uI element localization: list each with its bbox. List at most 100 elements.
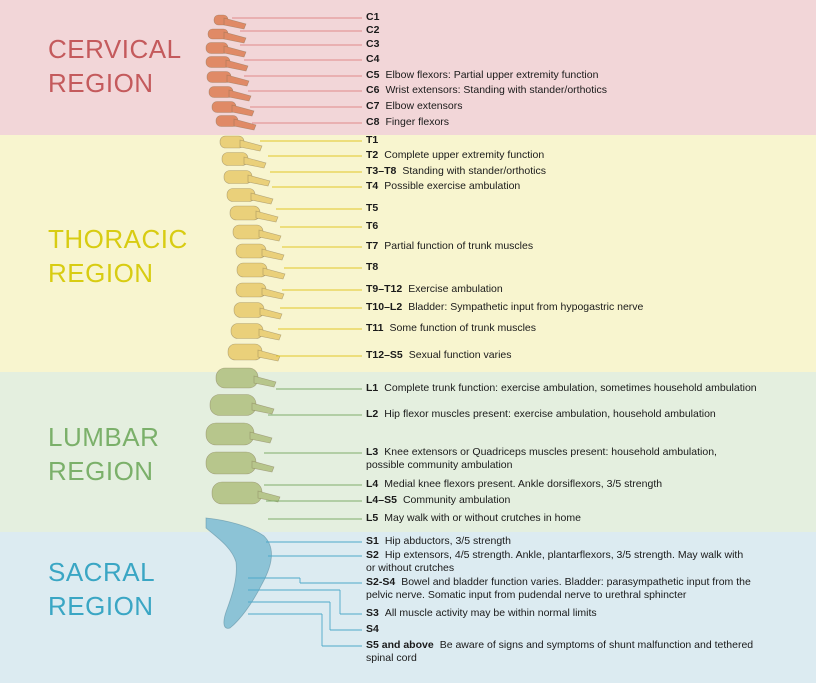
spinous-process	[259, 307, 283, 320]
vertebra-label-t6: T6	[366, 220, 384, 233]
vertebra-code: T8	[366, 261, 379, 273]
vertebra-code: S2	[366, 549, 379, 561]
lumbar-band	[0, 372, 816, 532]
vertebra-function: Sexual function varies	[408, 349, 512, 361]
spinous-process	[251, 460, 275, 473]
spinous-process	[228, 89, 252, 102]
vertebra-function: Medial knee flexors present. Ankle dorsi…	[384, 478, 663, 490]
vertebra-body	[235, 243, 267, 259]
sacral-region-title-line1: SACRAL	[48, 557, 156, 587]
vertebra-label-s5-and-above: S5 and above Be aware of signs and sympto…	[366, 639, 753, 665]
vertebra-function-continued: possible community ambulation	[366, 459, 513, 471]
vertebra-label-c1: C1	[366, 11, 385, 24]
vertebra-code: T3–T8	[366, 165, 397, 177]
vertebra-function-continued: spinal cord	[366, 652, 417, 664]
vertebra-body	[232, 224, 264, 240]
spinous-process	[223, 45, 247, 58]
vertebra-function: Be aware of signs and symptoms of shunt …	[439, 639, 754, 651]
vertebra-function: All muscle activity may be within normal…	[384, 607, 597, 619]
vertebra-code: T7	[366, 240, 379, 252]
vertebra-function: Bladder: Sympathetic input from hypogast…	[408, 301, 644, 313]
spinous-process	[247, 174, 271, 187]
vertebra-body	[211, 481, 263, 505]
lumbar-region-title-line2: REGION	[48, 456, 154, 486]
spinous-process	[261, 248, 285, 261]
vertebra-function: Community ambulation	[402, 494, 511, 506]
vertebra-code: T12–S5	[366, 349, 403, 361]
spinous-process	[257, 349, 281, 362]
vertebra-code: C5	[366, 69, 380, 81]
vertebra-label-t5: T5	[366, 202, 384, 215]
vertebra-function: Complete upper extremity function	[384, 149, 545, 161]
vertebra-label-t12-s5: T12–S5 Sexual function varies	[366, 349, 512, 362]
vertebra-code: S5 and above	[366, 639, 434, 651]
vertebra-code: L4	[366, 478, 379, 490]
vertebra-label-t4: T4 Possible exercise ambulation	[366, 180, 520, 193]
spinous-process	[258, 229, 282, 242]
vertebra-function: Standing with stander/orthotics	[402, 165, 546, 177]
vertebra-code: S2-S4	[366, 576, 396, 588]
vertebra-label-s3: S3 All muscle activity may be within norm…	[366, 607, 597, 620]
spinous-process	[231, 104, 255, 117]
spinous-process	[243, 156, 267, 169]
vertebra-code: T2	[366, 149, 379, 161]
vertebra-body	[227, 343, 263, 361]
vertebra-function: Hip extensors, 4/5 strength. Ankle, plan…	[384, 549, 744, 561]
vertebra-label-l4: L4 Medial knee flexors present. Ankle dor…	[366, 478, 662, 491]
spinous-process	[255, 210, 279, 223]
vertebra-function: Elbow flexors: Partial upper extremity f…	[385, 69, 599, 81]
spinous-process	[239, 139, 263, 152]
vertebra-code: T4	[366, 180, 379, 192]
spinous-process	[253, 375, 277, 388]
vertebra-label-c5: C5 Elbow flexors: Partial upper extremity…	[366, 69, 598, 82]
vertebra-code: C6	[366, 84, 380, 96]
vertebra-code: C7	[366, 100, 380, 112]
spinous-process	[257, 490, 281, 503]
vertebra-code: T9–T12	[366, 283, 403, 295]
lumbar-region-title-line1: LUMBAR	[48, 422, 160, 452]
vertebra-body	[229, 205, 261, 221]
vertebra-code: S4	[366, 623, 379, 635]
spinous-process	[262, 267, 286, 280]
spinous-process	[226, 74, 250, 87]
vertebra-code: C3	[366, 38, 380, 50]
vertebra-body	[235, 282, 267, 298]
vertebra-body	[209, 394, 257, 416]
vertebra-code: T10–L2	[366, 301, 403, 313]
thoracic-region-title-line1: THORACIC	[48, 224, 188, 254]
vertebra-label-t8: T8	[366, 261, 384, 274]
cervical-region-title-line2: REGION	[48, 68, 154, 98]
vertebra-code: S3	[366, 607, 379, 619]
vertebra-label-t3-t8: T3–T8 Standing with stander/orthotics	[366, 165, 546, 178]
vertebra-function: Hip flexor muscles present: exercise amb…	[384, 408, 716, 420]
vertebra-label-s4: S4	[366, 623, 385, 636]
spinous-process	[258, 328, 282, 341]
sacral-region-title-line2: REGION	[48, 591, 154, 621]
vertebra-function-continued: or without crutches	[366, 562, 455, 574]
sacrum-coccyx	[205, 517, 272, 629]
spinous-process	[225, 59, 249, 72]
vertebra-function: Possible exercise ambulation	[384, 180, 521, 192]
sacral-band	[0, 532, 816, 683]
vertebra-code: S1	[366, 535, 379, 547]
cervical-region-title: CERVICAL REGION	[48, 32, 182, 100]
vertebra-function: Knee extensors or Quadriceps muscles pre…	[384, 446, 717, 458]
vertebra-function: Finger flexors	[385, 116, 450, 128]
vertebra-label-c4: C4	[366, 53, 385, 66]
vertebra-function: Hip abductors, 3/5 strength	[384, 535, 511, 547]
sacral-region-title: SACRAL REGION	[48, 555, 155, 623]
vertebra-label-c2: C2	[366, 24, 385, 37]
vertebra-label-t10-l2: T10–L2 Bladder: Sympathetic input from hy…	[366, 301, 643, 314]
spinous-process	[249, 431, 273, 444]
vertebra-label-t1: T1	[366, 134, 384, 147]
